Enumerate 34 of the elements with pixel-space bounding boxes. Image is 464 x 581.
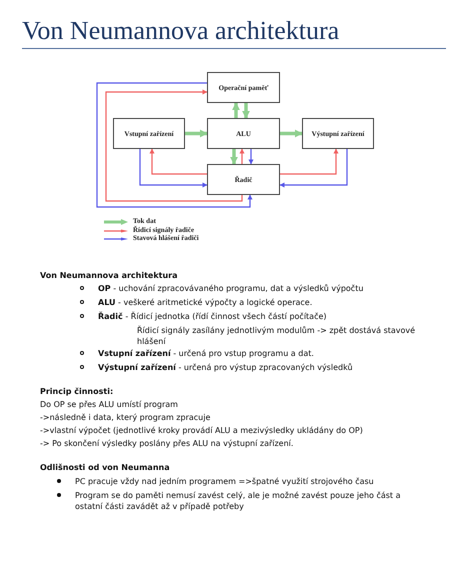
process-box — [207, 164, 280, 195]
process-box — [302, 118, 374, 149]
arrow — [96, 82, 252, 208]
process-box — [207, 72, 280, 103]
list-item: ALU - veškeré aritmetické výpočty a logické operace. — [98, 297, 312, 308]
list-item: Řadič - Řídicí jednotka (řídí činnost všech částí počítače) — [98, 311, 327, 322]
list-item: OP - uchování zpracovávaného programu, dat a výsledků výpočtu — [98, 283, 364, 294]
paragraph: ->následně i data, který program zpracuje — [40, 412, 210, 423]
list-item: Řídicí signály zasílány jednotlivým modulům -> zpět dostává stavové hlášení — [137, 325, 416, 347]
paragraph: Do OP se přes ALU umístí program — [40, 399, 178, 410]
arrow — [185, 130, 208, 138]
heading: Von Neumannova architektura — [40, 270, 178, 281]
arrow — [280, 149, 348, 188]
process-box — [113, 118, 185, 149]
paragraph: ->vlastní výpočet (jednotlivé kroky provádí ALU a mezivýsledky ukládány do OP) — [40, 425, 363, 436]
arrow — [232, 102, 240, 118]
arrow — [139, 149, 208, 188]
process-box — [207, 118, 280, 149]
paragraph: -> Po skončení výsledky poslány přes ALU na výstupní zařízení. — [40, 438, 294, 449]
arrow — [150, 148, 207, 175]
heading: Odlišnosti od von Neumanna — [40, 462, 170, 473]
list-item: Program se do paměti nemusí zavést celý, ale je možné zavést pouze jeho část a ostatní části zavádět až v případě potřeby — [75, 490, 402, 512]
arrow — [240, 148, 244, 164]
arrow — [248, 149, 254, 164]
list-item: Vstupní zařízení - určená pro vstup programu a dat. — [98, 348, 314, 359]
title: Von Neumannova architektura — [22, 16, 340, 46]
list-item: PC pracuje vždy nad jedním programem =>špatné využití strojového času — [75, 476, 375, 487]
heading: Princip činnosti: — [40, 386, 114, 397]
arrow — [105, 90, 243, 202]
arrow — [280, 130, 303, 138]
arrow — [280, 148, 338, 175]
arrow — [242, 103, 250, 119]
arrow — [230, 149, 238, 165]
list-item: Výstupní zařízení - určená pro výstup zpracovaných výsledků — [98, 362, 353, 373]
